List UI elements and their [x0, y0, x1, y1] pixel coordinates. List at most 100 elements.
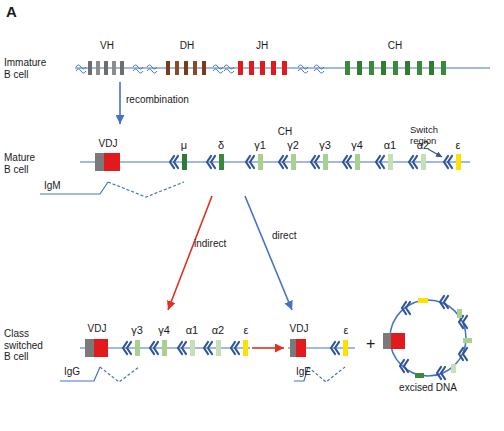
gene-label: excised DNA: [399, 382, 457, 394]
gene-label: VDJ: [88, 323, 107, 335]
constant-gene: [182, 154, 187, 170]
gene-label: Mature B cell: [4, 152, 42, 175]
gene-locus-row: Immature B cellVHDHJHCH: [0, 38, 495, 82]
c-segment: [345, 61, 350, 75]
constant-gene: [258, 154, 263, 170]
v-segment: [120, 61, 124, 75]
v-segment: [112, 61, 116, 75]
switch-region: [409, 156, 417, 168]
constant-gene: [451, 364, 456, 373]
constant-gene: [463, 338, 472, 343]
vdj-exon: [296, 339, 306, 357]
switch-region: [459, 348, 467, 360]
constant-gene: [323, 154, 328, 170]
j-segment: [238, 61, 243, 75]
gap-squiggle: [133, 65, 143, 73]
c-segment: [429, 61, 434, 75]
constant-gene: [190, 340, 195, 356]
panel-letter: A: [6, 3, 17, 20]
gap-squiggle: [298, 65, 308, 73]
gene-locus-row: VDJεIgE: [284, 310, 359, 385]
plus-sign: +: [366, 335, 375, 353]
gap-squiggle: [76, 65, 86, 73]
switch-region: [444, 156, 452, 168]
gene-locus-row: Mature B cellVDJCHμδγ1γ2γ3γ4α1α2εSwitch …: [0, 124, 480, 196]
gene-label: γ1: [254, 139, 266, 152]
constant-gene: [343, 340, 348, 356]
constant-gene: [243, 340, 248, 356]
constant-gene: [291, 154, 296, 170]
switch-region: [402, 302, 410, 314]
vdj-exon: [104, 153, 120, 171]
gene-label: CH: [278, 126, 292, 138]
switch-region: [376, 156, 384, 168]
switch-region: [178, 342, 186, 354]
constant-gene: [162, 340, 167, 356]
gene-label: α1: [384, 139, 396, 152]
process-arrow: [119, 82, 121, 124]
constant-gene: [388, 154, 393, 170]
c-segment: [441, 61, 446, 75]
j-segment: [260, 61, 265, 75]
switch-region: [331, 342, 339, 354]
v-segment: [96, 61, 100, 75]
gene-label: DH: [180, 40, 194, 52]
vdj-exon: [383, 333, 391, 349]
d-segment: [175, 61, 179, 75]
gene-label: γ3: [319, 139, 331, 152]
switch-region: [150, 342, 158, 354]
c-segment: [381, 61, 386, 75]
j-segment: [271, 61, 276, 75]
constant-gene: [418, 298, 428, 303]
constant-gene: [135, 340, 140, 356]
edge-label: recombination: [126, 94, 189, 106]
process-arrow: [252, 347, 284, 349]
gap-squiggle: [314, 65, 324, 73]
gene-label: ε: [456, 139, 461, 152]
switch-region: [437, 367, 445, 379]
switch-region: [343, 156, 351, 168]
v-segment: [104, 61, 108, 75]
switch-region: [400, 360, 408, 372]
process-arrow: [168, 196, 212, 310]
vdj-exon: [391, 333, 405, 349]
gene-label: δ: [218, 139, 224, 152]
constant-gene: [415, 373, 424, 378]
gene-label: α1: [186, 324, 198, 337]
d-segment: [184, 61, 188, 75]
gene-label: γ4: [158, 324, 170, 337]
switch-region: [311, 156, 319, 168]
constant-gene: [216, 340, 221, 356]
d-segment: [202, 61, 206, 75]
transcript-line: [60, 367, 100, 381]
edge-label: direct: [272, 230, 296, 242]
gene-label: IgE: [296, 366, 311, 378]
gene-label: IgG: [64, 366, 80, 378]
excised-dna-loop: excised DNA: [380, 295, 480, 397]
j-segment: [282, 61, 287, 75]
constant-gene: [355, 154, 360, 170]
dna-strand: [80, 161, 470, 162]
gap-squiggle: [147, 65, 157, 73]
gene-label: ε: [344, 324, 349, 337]
gene-label: VH: [100, 40, 114, 52]
gene-label: γ3: [131, 324, 143, 337]
excised-dna-circle: [390, 300, 466, 376]
process-arrow: [245, 196, 292, 310]
constant-gene: [421, 154, 426, 170]
switch-region: [207, 156, 215, 168]
c-segment: [405, 61, 410, 75]
splice-line: [108, 182, 184, 197]
leader-line: [428, 149, 442, 157]
vdj-exon: [94, 339, 108, 357]
gene-label: γ4: [351, 139, 363, 152]
switch-region: [204, 342, 212, 354]
vdj-exon: [290, 339, 296, 357]
splice-line: [100, 367, 139, 382]
c-segment: [417, 61, 422, 75]
edge-label: indirect: [194, 238, 226, 250]
gene-label: Class switched B cell: [4, 328, 50, 363]
switch-region: [279, 156, 287, 168]
gene-label: Immature B cell: [4, 57, 52, 80]
